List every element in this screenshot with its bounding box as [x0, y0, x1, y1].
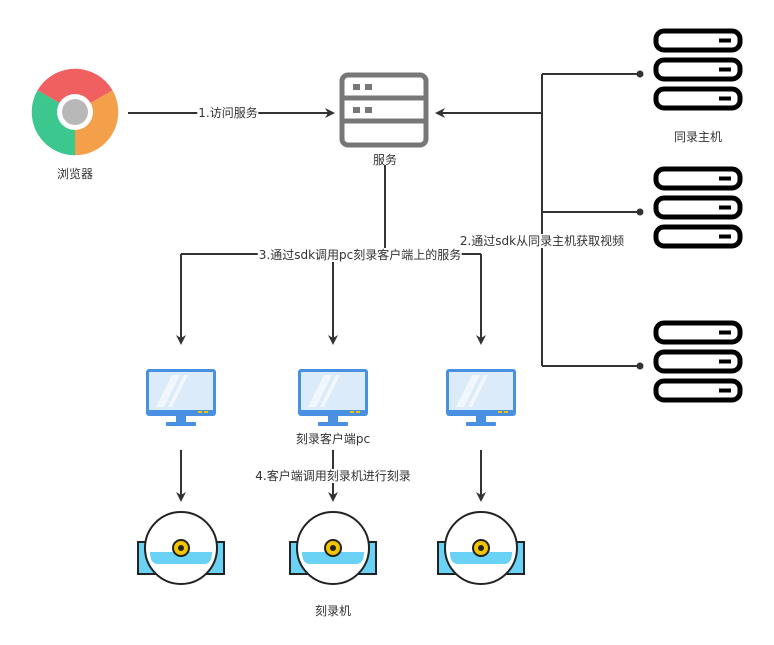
host-label: 同录主机	[673, 130, 723, 144]
edge-label-2: 2.通过sdk从同录主机获取视频	[458, 234, 626, 248]
host-server-icon-3	[656, 323, 740, 400]
browser-label: 浏览器	[56, 167, 94, 181]
service-server-icon	[339, 72, 429, 148]
burner-icon-2	[289, 511, 377, 585]
client-monitor-icon-1	[146, 369, 216, 426]
browser-icon	[31, 68, 119, 156]
burner-icon-1	[137, 511, 225, 585]
client-monitor-icon-2	[298, 369, 368, 426]
burner-icon-3	[437, 511, 525, 585]
client-monitor-icon-3	[446, 369, 516, 426]
client-label: 刻录客户端pc	[295, 432, 371, 446]
host-server-icon-2	[656, 169, 740, 246]
edge-label-1: 1.访问服务	[197, 106, 259, 120]
burner-label: 刻录机	[314, 604, 352, 618]
service-label: 服务	[372, 153, 398, 167]
host-server-icon-1	[656, 31, 740, 108]
edge-label-4: 4.客户端调用刻录机进行刻录	[254, 469, 412, 483]
edge-hosts-to-service	[435, 70, 644, 370]
edge-label-3: 3.通过sdk调用pc刻录客户端上的服务	[257, 248, 463, 262]
